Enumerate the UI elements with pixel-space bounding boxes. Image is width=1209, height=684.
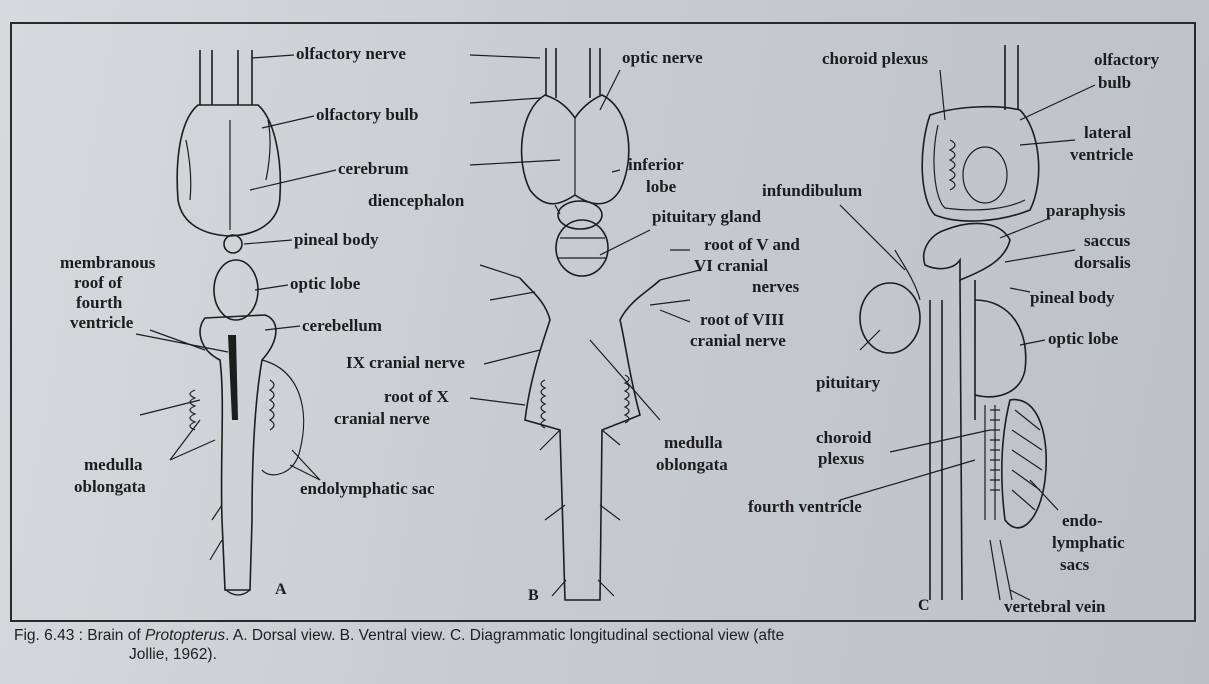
label-a-membranous-4: ventricle bbox=[70, 313, 134, 332]
caption-rest: . A. Dorsal view. B. Ventral view. C. Di… bbox=[225, 627, 784, 644]
label-c-optic-lobe: optic lobe bbox=[1048, 329, 1119, 348]
label-c-lateral-1: lateral bbox=[1084, 123, 1131, 142]
label-a-endolymphatic-sac: endolymphatic sac bbox=[300, 479, 435, 498]
label-c-choroid-2: plexus bbox=[818, 449, 865, 468]
label-c-paraphysis: paraphysis bbox=[1046, 201, 1126, 220]
label-a-medulla-1: medulla bbox=[84, 455, 143, 474]
label-a-membranous-2: roof of bbox=[74, 273, 123, 292]
label-c-fourth-ventricle: fourth ventricle bbox=[748, 497, 862, 516]
label-c-saccus-2: dorsalis bbox=[1074, 253, 1131, 272]
label-c-endo-2: lymphatic bbox=[1052, 533, 1125, 552]
label-a-optic-lobe: optic lobe bbox=[290, 274, 361, 293]
panel-a-labels: olfactory nerve olfactory bulb cerebrum … bbox=[60, 44, 435, 598]
panel-b-drawing bbox=[480, 48, 700, 600]
panel-c-letter: C bbox=[918, 597, 930, 614]
label-c-vertebral-vein: vertebral vein bbox=[1004, 597, 1106, 616]
label-c-pituitary: pituitary bbox=[816, 373, 881, 392]
label-a-pineal-body: pineal body bbox=[294, 230, 379, 249]
label-b-optic-nerve: optic nerve bbox=[622, 48, 703, 67]
label-c-choroid-plexus-top: choroid plexus bbox=[822, 49, 928, 68]
label-a-membranous-1: membranous bbox=[60, 253, 156, 272]
label-b-root-v-2: VI cranial bbox=[694, 256, 768, 275]
label-c-lateral-2: ventricle bbox=[1070, 145, 1134, 164]
label-b-medulla-1: medulla bbox=[664, 433, 723, 452]
label-b-ix-nerve: IX cranial nerve bbox=[346, 353, 465, 372]
label-c-olfactory-1: olfactory bbox=[1094, 50, 1160, 69]
panel-a-letter: A bbox=[275, 581, 287, 598]
label-b-pituitary-gland: pituitary gland bbox=[652, 207, 762, 226]
label-b-root-viii-1: root of VIII bbox=[700, 310, 785, 329]
panel-c-labels: choroid plexus olfactory bulb lateral ve… bbox=[748, 49, 1160, 616]
panel-b-letter: B bbox=[528, 587, 539, 604]
panel-a-drawing bbox=[140, 50, 320, 595]
label-c-endo-3: sacs bbox=[1060, 555, 1090, 574]
label-a-olfactory-nerve: olfactory nerve bbox=[296, 44, 406, 63]
label-b-diencephalon: diencephalon bbox=[368, 191, 465, 210]
label-c-choroid-1: choroid bbox=[816, 428, 872, 447]
label-c-infundibulum: infundibulum bbox=[762, 181, 862, 200]
label-c-olfactory-2: bulb bbox=[1098, 73, 1131, 92]
label-a-cerebellum: cerebellum bbox=[302, 316, 382, 335]
label-b-root-x-1: root of X bbox=[384, 387, 450, 406]
label-a-cerebrum: cerebrum bbox=[338, 159, 409, 178]
caption-prefix: Fig. 6.43 : Brain of bbox=[14, 627, 145, 644]
caption-genus: Protopterus bbox=[145, 627, 225, 644]
label-c-pineal-body: pineal body bbox=[1030, 288, 1115, 307]
label-b-medulla-2: oblongata bbox=[656, 455, 728, 474]
caption-line-2: Jollie, 1962). bbox=[14, 645, 1204, 664]
label-b-root-v-1: root of V and bbox=[704, 235, 800, 254]
caption-line-1: Fig. 6.43 : Brain of Protopterus. A. Dor… bbox=[14, 626, 1204, 645]
figure-caption: Fig. 6.43 : Brain of Protopterus. A. Dor… bbox=[14, 626, 1204, 664]
label-b-root-v-3: nerves bbox=[752, 277, 800, 296]
label-b-inferior-2: lobe bbox=[646, 177, 677, 196]
label-b-inferior-1: inferior bbox=[628, 155, 684, 174]
label-a-olfactory-bulb: olfactory bulb bbox=[316, 105, 418, 124]
label-a-medulla-2: oblongata bbox=[74, 477, 146, 496]
label-b-root-x-2: cranial nerve bbox=[334, 409, 430, 428]
label-c-endo-1: endo- bbox=[1062, 511, 1103, 530]
label-a-membranous-3: fourth bbox=[76, 293, 123, 312]
label-c-saccus-1: saccus bbox=[1084, 231, 1131, 250]
label-b-root-viii-2: cranial nerve bbox=[690, 331, 786, 350]
panel-b-labels: optic nerve inferior lobe diencephalon p… bbox=[334, 48, 800, 604]
panel-c-drawing bbox=[860, 45, 1046, 600]
